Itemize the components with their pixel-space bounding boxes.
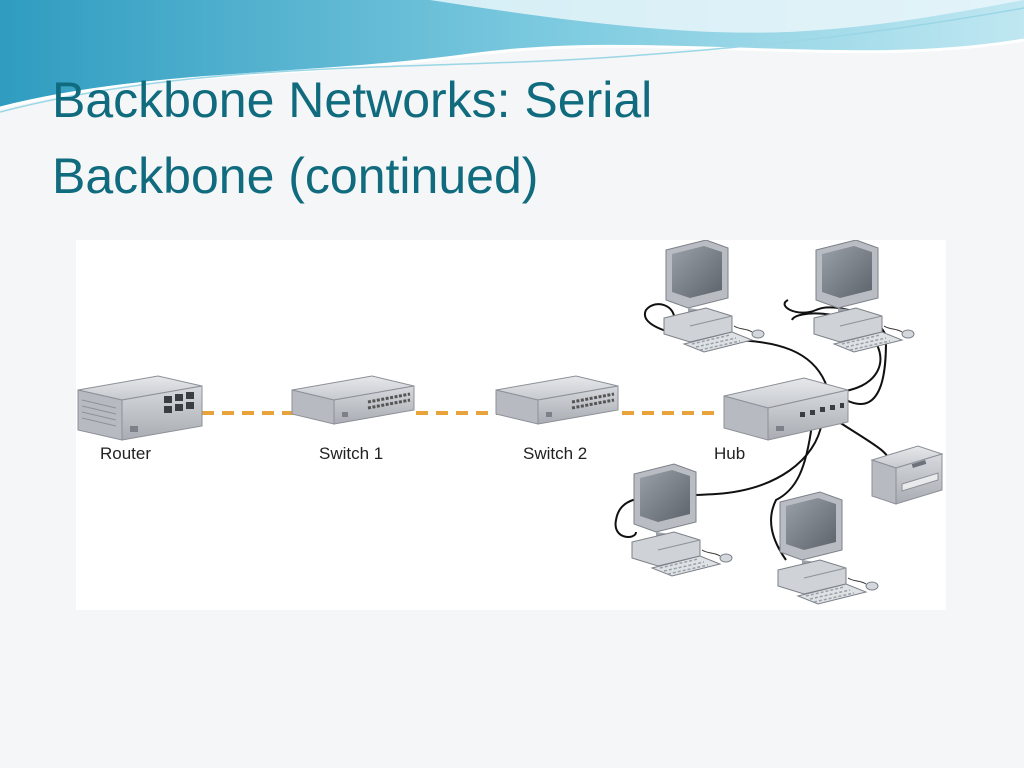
switch-2-icon	[494, 374, 620, 426]
computer-icon	[813, 240, 915, 353]
hub-label: Hub	[714, 444, 746, 463]
switch-1-icon	[290, 374, 416, 426]
switch-2-label: Switch 2	[523, 444, 588, 463]
hub-icon	[723, 377, 849, 441]
diagram-canvas	[77, 240, 944, 605]
slide-title-line-2: Backbone (continued)	[52, 148, 539, 204]
slide-title: Backbone Networks: Serial Backbone (cont…	[52, 62, 952, 214]
slide-title-line-1: Backbone Networks: Serial	[52, 72, 653, 128]
computer-icon	[631, 463, 733, 577]
network-diagram: Router Switch 1 Switch 2 Hub	[76, 240, 946, 610]
computer-icon	[777, 491, 879, 605]
router-label: Router	[100, 444, 152, 463]
printer-icon	[870, 445, 944, 505]
switch-1-label: Switch 1	[319, 444, 384, 463]
computer-icon	[663, 240, 765, 353]
header-wave-decoration	[0, 0, 1024, 113]
router-icon	[77, 375, 203, 441]
